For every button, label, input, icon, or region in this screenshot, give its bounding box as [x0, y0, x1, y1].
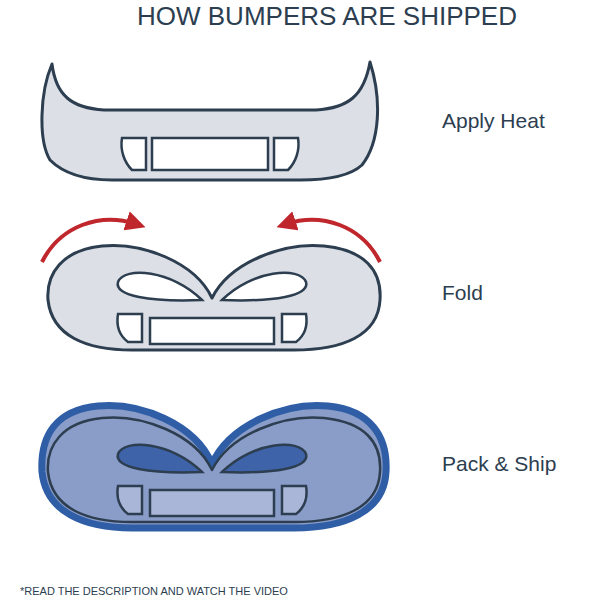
- package-wrap: [42, 406, 386, 528]
- bumper-body: [48, 245, 380, 350]
- flat-bumper: [42, 62, 378, 180]
- step-label: Pack & Ship: [442, 452, 556, 476]
- folded-bumper: [42, 220, 380, 350]
- fold-arrow: [286, 220, 380, 262]
- footnote: *READ THE DESCRIPTION AND WATCH THE VIDE…: [20, 585, 288, 598]
- bumper-body: [48, 417, 380, 522]
- side-vent: [121, 138, 146, 170]
- bumper-body: [42, 62, 378, 180]
- side-vent: [117, 486, 142, 514]
- folded-tip: [222, 273, 306, 301]
- side-vent: [274, 138, 299, 170]
- grille: [152, 138, 268, 170]
- side-vent: [282, 486, 307, 514]
- grille: [150, 490, 274, 516]
- folded-tip: [118, 273, 202, 301]
- folded-tip: [118, 445, 202, 473]
- packed-bumper: [42, 406, 386, 528]
- side-vent: [282, 314, 307, 342]
- step-label: Apply Heat: [442, 109, 545, 133]
- fold-arrow: [42, 220, 136, 262]
- side-vent: [117, 314, 142, 342]
- diagram-title: HOW BUMPERS ARE SHIPPED: [137, 2, 517, 32]
- step-label: Fold: [442, 281, 483, 305]
- grille: [150, 318, 274, 344]
- folded-tip: [222, 445, 306, 473]
